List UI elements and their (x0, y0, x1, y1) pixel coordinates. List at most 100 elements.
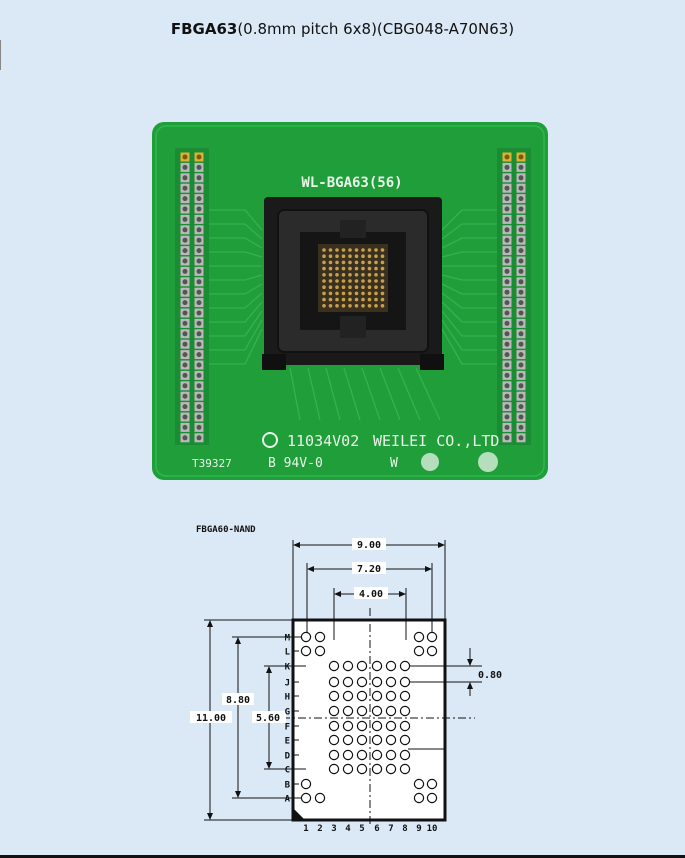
row-label: D (285, 752, 291, 762)
column-label: 2 (317, 824, 322, 834)
socket-contact (341, 266, 346, 271)
column-label: 9 (416, 824, 421, 834)
solder-ball (300, 631, 312, 643)
socket-contact (322, 260, 326, 265)
board-watermark: W (390, 456, 398, 471)
header-pin-hole (504, 154, 510, 160)
socket-contact (374, 254, 378, 258)
header-pin-hole (182, 362, 188, 368)
header-pin-hole (182, 372, 188, 378)
solder-ball (371, 690, 383, 702)
row-label: J (285, 679, 290, 689)
solder-ball (385, 720, 397, 732)
header-pin-hole (182, 393, 188, 399)
socket-contact (367, 285, 372, 290)
solder-ball (342, 690, 354, 702)
socket-contact (328, 279, 333, 283)
header-pin-hole (196, 435, 202, 441)
header-pin-hole (518, 331, 524, 337)
pcb-board: WL-BGA63(56) 11034V02 WEILEI CO.,LTD T39… (152, 122, 548, 480)
socket-contact (374, 285, 378, 290)
solder-ball (300, 792, 312, 804)
solder-ball (356, 660, 368, 672)
header-pin-hole (196, 227, 202, 233)
dim-label-bg (352, 538, 386, 550)
socket-contact (354, 260, 359, 265)
socket-contact (361, 254, 365, 258)
socket-contact (374, 291, 378, 296)
socket-contact (367, 297, 372, 302)
socket-contact (374, 248, 378, 252)
socket-contact (335, 297, 339, 302)
solder-ball (426, 778, 438, 790)
column-label: 1 (303, 824, 308, 834)
top-dimension-arrows (293, 542, 445, 597)
header-pin-hole (196, 372, 202, 378)
solder-ball (342, 720, 354, 732)
header-pin-hole (504, 414, 510, 420)
socket-contact (354, 291, 359, 296)
socket-contact (361, 266, 365, 271)
header-pin-hole (182, 341, 188, 347)
socket-contact (354, 248, 359, 252)
dim-inner-span-label: 5.60 (256, 713, 280, 724)
header-pin-hole (196, 185, 202, 191)
socket-contact (348, 266, 352, 271)
header-pin-hole (182, 310, 188, 316)
row-label: G (285, 708, 290, 718)
socket-contact (361, 297, 365, 302)
column-label: 6 (374, 824, 379, 834)
socket-contact (354, 266, 359, 271)
solder-ball (399, 690, 411, 702)
header-pin-hole (518, 227, 524, 233)
solder-ball (413, 792, 425, 804)
solder-ball (371, 705, 383, 717)
socket-contact (341, 248, 346, 252)
diagram-caption: FBGA60-NAND (196, 525, 256, 535)
header-pin-hole (518, 414, 524, 420)
header-pin-hole (518, 206, 524, 212)
socket-contacts (322, 248, 385, 308)
solder-ball (342, 763, 354, 775)
socket-contact (328, 266, 333, 271)
column-label: 10 (427, 824, 438, 834)
socket-contact (354, 304, 359, 308)
solder-ball (385, 660, 397, 672)
socket-contact (367, 279, 372, 283)
socket-contact (322, 304, 326, 308)
header-pin-hole (196, 414, 202, 420)
solder-ball (371, 749, 383, 761)
header-pin-hole (182, 414, 188, 420)
pin-header-left (175, 148, 209, 445)
dim-inner-label: 4.00 (359, 589, 383, 600)
header-pin-hole (518, 320, 524, 326)
header-pin-hole (182, 352, 188, 358)
solder-ball (426, 792, 438, 804)
header-pin-hole (182, 320, 188, 326)
column-label: 7 (388, 824, 393, 834)
socket-contact (374, 297, 378, 302)
header-pin-hole (504, 185, 510, 191)
ball-map-diagram: FBGA60-NAND 9.00 7.20 4.00 (190, 525, 502, 834)
dim-mid-label: 7.20 (357, 564, 381, 575)
header-pin-hole (196, 248, 202, 254)
dim-label-bg (352, 562, 386, 574)
board-rating: B 94V-0 (268, 456, 323, 471)
solder-ball (385, 734, 397, 746)
solder-ball (399, 749, 411, 761)
header-pin-hole (504, 404, 510, 410)
header-pin-hole (182, 268, 188, 274)
solder-ball (328, 690, 340, 702)
header-pin-hole (196, 279, 202, 285)
header-pin-hole (518, 300, 524, 306)
solder-ball (356, 749, 368, 761)
header-pin-hole (196, 164, 202, 170)
socket-contact (335, 279, 339, 283)
pin-header-right-body (497, 148, 531, 445)
dim-ball-span-label: 8.80 (226, 695, 250, 706)
header-pin-hole (196, 216, 202, 222)
pin-header-left-body (175, 148, 209, 445)
header-pin-hole (182, 227, 188, 233)
